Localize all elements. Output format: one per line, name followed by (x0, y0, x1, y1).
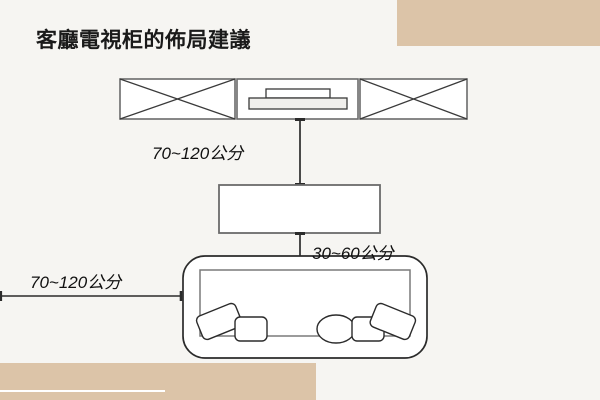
sofa-pillow-right (369, 302, 417, 341)
page-title: 客廳電視柜的佈局建議 (36, 29, 251, 52)
tv-cabinet-right-box (359, 78, 468, 120)
decorative-line-bottom (0, 390, 165, 392)
decorative-block-top-right (397, 0, 600, 46)
dimension-label-table-to-sofa: 30~60公分 (312, 244, 394, 263)
sofa-pillow-left (195, 302, 243, 341)
sofa-cushion-left (234, 316, 268, 342)
dimension-label-sofa-left-clearance: 70~120公分 (30, 273, 122, 292)
tv-cabinet-center-shelf (236, 78, 359, 120)
dimension-line-sofa-left-clearance (0, 291, 183, 301)
sofa-cushion-round-right (316, 314, 356, 344)
sofa-shape (182, 255, 428, 359)
tv-cabinet-group (119, 78, 468, 120)
tv-cabinet-left-box (119, 78, 236, 120)
decorative-block-bottom-left (0, 363, 316, 400)
coffee-table-shape (218, 184, 381, 234)
dimension-line-tv-to-table (295, 118, 305, 186)
dimension-label-tv-to-table: 70~120公分 (152, 144, 244, 163)
